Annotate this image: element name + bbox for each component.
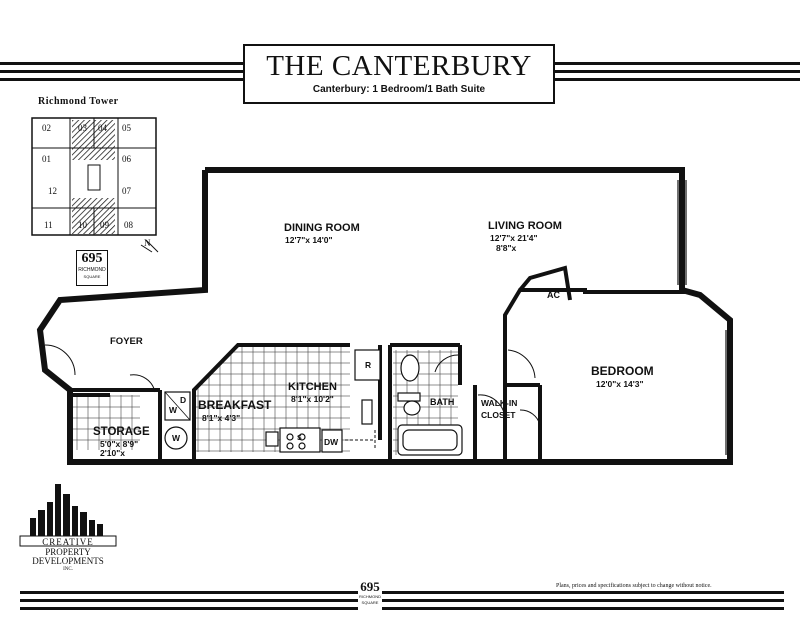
unit-01: 01 — [42, 154, 51, 164]
unit-08: 08 — [124, 220, 133, 230]
key-plan — [31, 117, 159, 253]
dining-room-dims: 12'7"x 14'0" — [285, 235, 333, 245]
footer-badge: 695 RICHMOND SQUARE — [358, 580, 382, 610]
walkin-closet-label: WALK-IN CLOSET — [481, 397, 517, 421]
dryer-label: D — [180, 395, 187, 405]
breakfast-dims: 8'1"x 4'3" — [202, 413, 241, 423]
living-room-dims-2: 8'8"x — [496, 243, 517, 253]
walkin-line-1: WALK-IN — [481, 398, 518, 408]
creative-logo — [19, 484, 117, 547]
unit-04: 04 — [98, 123, 107, 133]
footer-badge-text: RICHMOND — [359, 594, 381, 599]
unit-06: 06 — [122, 154, 131, 164]
logo-line-2: PROPERTY — [45, 547, 91, 557]
footer-badge-sub: SQUARE — [361, 600, 379, 605]
page-subtitle: Canterbury: 1 Bedroom/1 Bath Suite — [312, 84, 486, 95]
key-badge-text: RICHMOND — [78, 267, 106, 273]
logo-line-3: DEVELOPMENTS — [32, 556, 104, 566]
disclaimer: Plans, prices and specifications subject… — [556, 583, 712, 589]
washer-label: W — [172, 433, 181, 443]
storage-label: STORAGE — [93, 426, 150, 438]
foyer-label: FOYER — [110, 336, 143, 347]
fridge-label: R — [365, 360, 372, 370]
unit-02: 02 — [42, 123, 51, 133]
logo-line-4: INC. — [63, 567, 73, 572]
bedroom-dims: 12'0"x 14'3" — [596, 379, 644, 389]
sink-label: S — [297, 435, 302, 442]
washer-label-2: W — [169, 405, 178, 415]
unit-05: 05 — [122, 123, 131, 133]
key-plan-title: Richmond Tower — [38, 96, 119, 107]
living-room-label: LIVING ROOM — [488, 220, 562, 232]
unit-10: 10 — [78, 220, 87, 230]
kitchen-label: KITCHEN — [288, 381, 337, 393]
title-box: THE CANTERBURY Canterbury: 1 Bedroom/1 B… — [243, 44, 555, 104]
dishwasher-label: DW — [324, 437, 339, 447]
dining-room-label: DINING ROOM — [284, 222, 360, 234]
unit-07: 07 — [122, 186, 131, 196]
key-plan-badge: 695 RICHMOND SQUARE — [76, 250, 108, 286]
bath-label: BATH — [430, 397, 455, 407]
storage-dims: 5'0"x 8'9" — [100, 439, 139, 449]
kitchen-dims: 8'1"x 10'2" — [291, 394, 334, 404]
unit-12: 12 — [48, 186, 57, 196]
living-room-dims: 12'7"x 21'4" — [490, 233, 538, 243]
bedroom-label: BEDROOM — [591, 364, 654, 378]
key-badge-sub: SQUARE — [83, 274, 101, 279]
unit-03: 03 — [78, 123, 87, 133]
breakfast-label: BREAKFAST — [198, 398, 272, 412]
north-label: N — [144, 238, 151, 248]
key-badge-number: 695 — [81, 251, 103, 266]
unit-11: 11 — [44, 220, 53, 230]
walkin-line-2: CLOSET — [481, 410, 516, 420]
ac-label: AC — [547, 290, 560, 300]
logo-line-1: CREATIVE — [42, 537, 94, 547]
page-title: THE CANTERBURY — [266, 50, 532, 82]
storage-dims-2: 2'10"x — [100, 448, 125, 458]
footer-badge-number: 695 — [360, 579, 380, 594]
unit-09: 09 — [100, 220, 109, 230]
